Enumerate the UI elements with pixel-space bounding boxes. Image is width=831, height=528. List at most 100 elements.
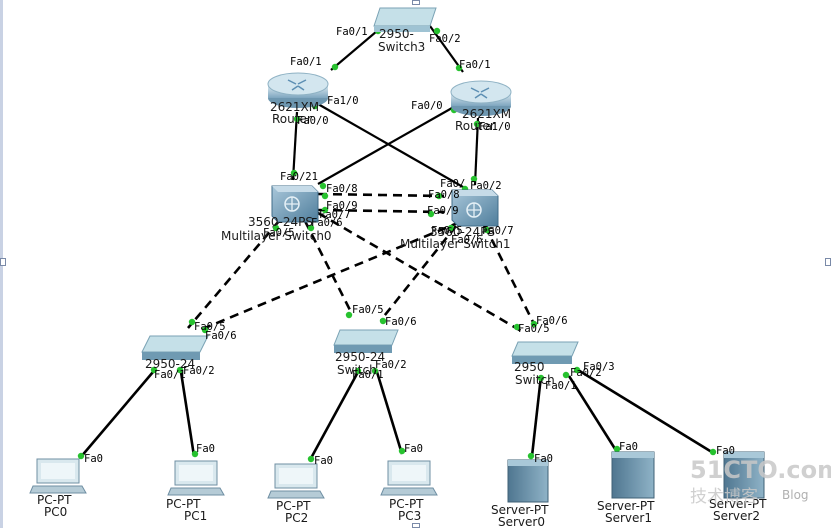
ml1-model-label: 3560-24PS	[430, 225, 495, 239]
port-ml0-fa08: Fa0/8	[326, 183, 358, 195]
switch-c-model-label: 2950	[514, 360, 545, 374]
switch-c-name-label: Switch	[515, 373, 555, 387]
link-rl-ml0[interactable]	[291, 111, 299, 181]
watermark-blog: Blog	[782, 488, 809, 502]
port-rr-fa00: Fa0/0	[411, 100, 443, 112]
port-ml1-fa02: Fa0/2	[470, 180, 502, 192]
pc1-device[interactable]	[167, 460, 225, 496]
link-switch3-router-left[interactable]	[330, 25, 384, 71]
router-right-name-label: Router	[455, 119, 495, 133]
server0-type-label: Server-PT	[491, 503, 549, 517]
resize-handle-top[interactable]	[412, 0, 420, 5]
port-swc-fa05: Fa0/5	[518, 323, 550, 335]
port-swc-fa02: Fa0/2	[570, 367, 602, 379]
port-ml1-fa05: Fa0/5	[431, 225, 463, 237]
watermark: 51CTO.com 技术博客 Blog	[690, 456, 831, 507]
port-swa-fa05: Fa0/5	[194, 321, 226, 333]
link-ml0-ml1-fa09[interactable]	[317, 208, 445, 214]
router-left-model-label: 2621XM	[270, 100, 319, 114]
pc2-name-label: PC2	[285, 511, 308, 525]
router-right-model-label: 2621XM	[462, 107, 511, 121]
port-swc-fa06: Fa0/6	[536, 315, 568, 327]
link-rr-ml0[interactable]	[317, 107, 453, 185]
router-right-device[interactable]	[450, 80, 512, 116]
server1-type-label: Server-PT	[597, 499, 655, 513]
pc3-type-label: PC-PT	[389, 497, 424, 511]
server0-name-label: Server0	[498, 515, 545, 528]
port-swb-fa06: Fa0/6	[385, 316, 417, 328]
pc0-name-label: PC0	[44, 505, 67, 519]
port-rl-fa01: Fa0/1	[290, 56, 322, 68]
multilayer-switch1-device[interactable]	[451, 189, 499, 227]
port-pc3-fa0: Fa0	[404, 443, 423, 455]
port-ml0-fa07: Fa0/7	[319, 209, 351, 221]
link-swc-server2[interactable]	[577, 368, 716, 456]
pc0-device[interactable]	[29, 458, 87, 494]
switch3-device[interactable]	[373, 7, 437, 32]
port-rr-fa10: Fa1/0	[479, 121, 511, 133]
link-swc-server1[interactable]	[567, 375, 619, 453]
port-rl-fa10: Fa1/0	[327, 95, 359, 107]
ml0-name-label: Multilayer Switch0	[221, 229, 332, 243]
router-left-name-label: Router	[272, 112, 312, 126]
link-swa-pc1[interactable]	[179, 371, 196, 457]
port-ml1-fa07: Fa0/7	[482, 225, 514, 237]
link-ml0-ml1-fa08[interactable]	[317, 192, 445, 198]
link-ml0-swa[interactable]	[187, 220, 280, 329]
link-ml0-swb[interactable]	[303, 220, 354, 315]
switch3-model-label: 2950-	[379, 27, 414, 41]
watermark-cn: 技术博客	[690, 487, 758, 507]
port-server2-fa0: Fa0	[716, 445, 735, 457]
port-ml0-fa05: Fa0/5	[263, 227, 295, 239]
port-s3-fa01: Fa0/1	[336, 26, 368, 38]
switch-a-model-label: 2950-24	[145, 357, 195, 371]
pc2-device[interactable]	[267, 463, 325, 499]
link-ml1-swc[interactable]	[483, 225, 537, 327]
port-s3-fa02: Fa0/2	[429, 33, 461, 45]
router-left-device[interactable]	[267, 72, 329, 108]
switch-a-device[interactable]	[141, 335, 209, 360]
server2-type-label: Server-PT	[709, 497, 767, 511]
switch-b-device[interactable]	[333, 329, 399, 353]
server2-device[interactable]	[723, 451, 765, 499]
link-ml0-swc[interactable]	[317, 211, 524, 334]
resize-handle-left[interactable]	[0, 258, 6, 266]
server1-device[interactable]	[611, 451, 655, 499]
port-pc2-fa0: Fa0	[314, 455, 333, 467]
port-ml1-fa08: Fa0/8	[428, 189, 460, 201]
multilayer-switch0-device[interactable]	[271, 185, 319, 223]
ml0-model-label: 3560-24PS	[248, 215, 313, 229]
pc1-type-label: PC-PT	[166, 497, 201, 511]
server0-device[interactable]	[507, 459, 549, 503]
ml1-name-label: Multilayer Switch1	[400, 237, 511, 251]
port-swa-fa02: Fa0/2	[183, 365, 215, 377]
link-rl-ml1[interactable]	[317, 103, 464, 188]
port-pc0-fa0: Fa0	[84, 453, 103, 465]
port-ml0-fa021: Fa0/21	[280, 171, 318, 183]
link-swb-pc2[interactable]	[308, 371, 360, 461]
port-swc-fa01: Fa0/1	[545, 380, 577, 392]
link-swb-pc3[interactable]	[375, 371, 404, 455]
link-rr-ml1[interactable]	[473, 117, 480, 186]
port-ml1-fa06: Fa0/6	[451, 234, 483, 246]
port-swc-fa03: Fa0/3	[583, 361, 615, 373]
port-swa-fa06: Fa0/6	[205, 330, 237, 342]
link-ml1-swa[interactable]	[199, 220, 461, 332]
port-rr-fa01: Fa0/1	[459, 59, 491, 71]
link-swa-pc0[interactable]	[79, 371, 154, 459]
pc1-name-label: PC1	[184, 509, 207, 523]
port-swb-fa05: Fa0/5	[352, 304, 384, 316]
port-pc1-fa0: Fa0	[196, 443, 215, 455]
port-ml0-fa06: Fa0/6	[311, 217, 343, 229]
link-swc-server0[interactable]	[530, 375, 543, 457]
link-ml1-swb[interactable]	[379, 225, 458, 321]
pc3-device[interactable]	[380, 460, 438, 496]
port-server1-fa0: Fa0	[619, 441, 638, 453]
port-ml1-fa09: Fa0/9	[427, 205, 459, 217]
port-ml1-fa0: Fa0/	[440, 178, 465, 190]
switch-c-device[interactable]	[511, 341, 579, 364]
links	[79, 25, 716, 461]
port-rl-fa00: Fa0/0	[297, 115, 329, 127]
port-swa-fa01: Fa0/1	[154, 369, 186, 381]
